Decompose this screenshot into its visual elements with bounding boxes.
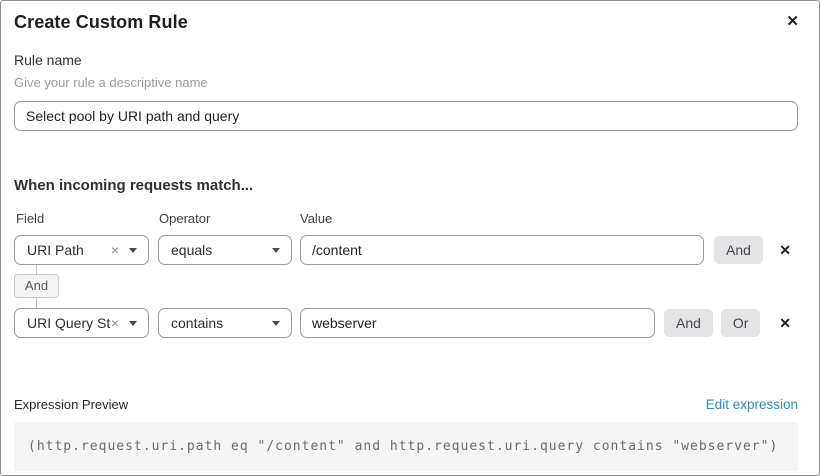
condition-row-1: URI Path × equals And ✕ [14,235,798,265]
field-select[interactable]: URI Path × [14,235,149,265]
or-button[interactable]: Or [720,309,761,337]
dialog-header: Create Custom Rule ✕ [1,1,819,33]
connector-line [36,265,37,274]
field-select[interactable]: URI Query St... × [14,308,149,338]
condition-column-labels: Field Operator Value [14,211,798,226]
operator-select[interactable]: contains [158,308,292,338]
and-button[interactable]: And [664,309,713,337]
expression-preview-label: Expression Preview [14,397,129,412]
expression-preview-code: (http.request.uri.path eq "/content" and… [14,422,798,471]
chevron-down-icon [129,320,137,326]
expression-preview-header: Expression Preview Edit expression [14,397,798,412]
field-select-value: URI Query St... [27,315,111,331]
match-heading: When incoming requests match... [14,177,254,194]
value-input[interactable] [300,235,704,265]
and-button[interactable]: And [714,236,763,264]
operator-select[interactable]: equals [158,235,292,265]
clear-field-icon[interactable]: × [110,242,119,258]
rule-name-helper: Give your rule a descriptive name [14,75,208,90]
field-column-label: Field [16,211,45,226]
chevron-down-icon [272,320,280,326]
field-select-value: URI Path [27,242,84,258]
operator-select-value: contains [171,315,224,331]
group-connector-chip: And [14,274,59,298]
remove-condition-icon[interactable]: ✕ [779,315,791,331]
value-input[interactable] [300,308,655,338]
operator-select-value: equals [171,242,213,258]
edit-expression-link[interactable]: Edit expression [705,397,798,412]
group-connector: And [14,265,59,308]
operator-column-label: Operator [159,211,211,226]
value-column-label: Value [300,211,333,226]
close-icon[interactable]: ✕ [786,13,799,30]
dialog-title: Create Custom Rule [14,12,188,32]
rule-name-label: Rule name [14,52,82,68]
connector-line [36,298,37,308]
rule-name-section: Rule name Give your rule a descriptive n… [14,52,798,131]
rule-name-input[interactable] [14,101,798,131]
chevron-down-icon [272,247,280,253]
condition-row-2: URI Query St... × contains And Or ✕ [14,308,798,338]
remove-condition-icon[interactable]: ✕ [779,242,791,258]
chevron-down-icon [129,247,137,253]
clear-field-icon[interactable]: × [110,315,119,331]
